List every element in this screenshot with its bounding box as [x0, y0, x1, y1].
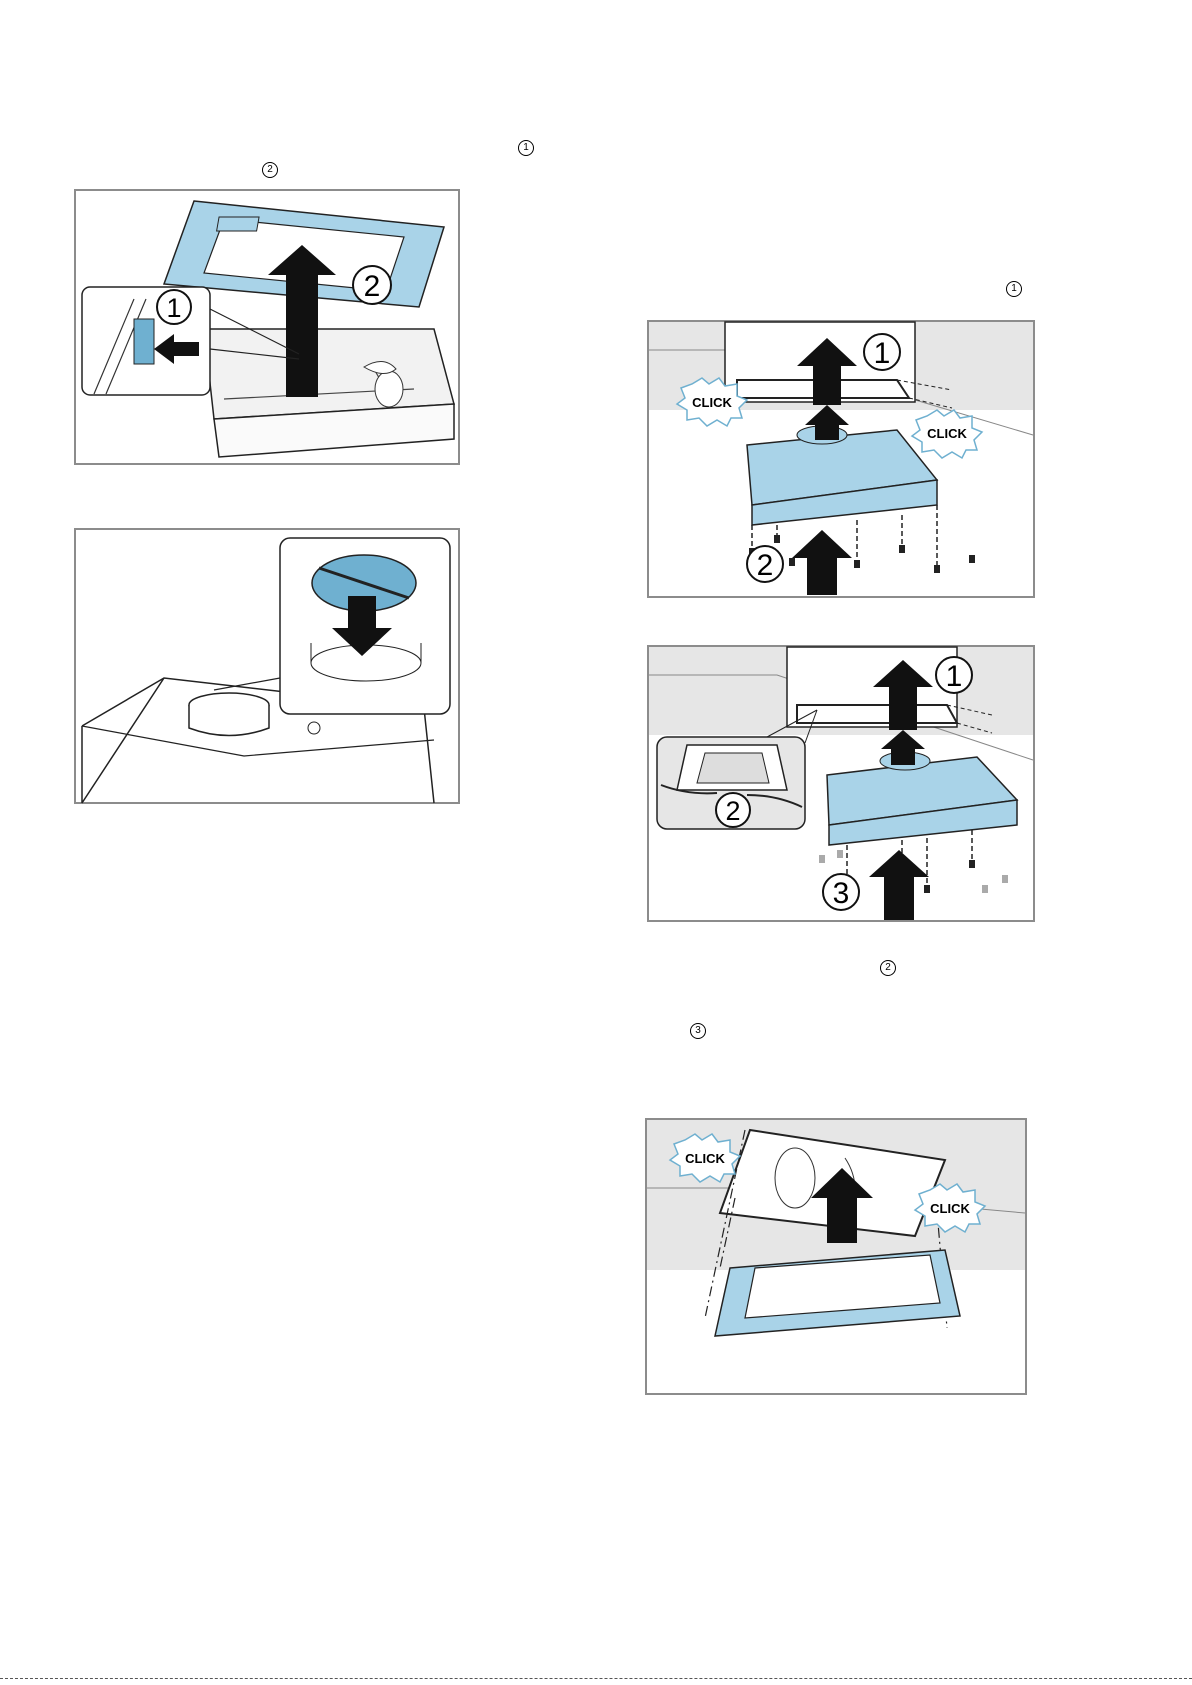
click-label: CLICK — [927, 426, 967, 441]
figure-remove-panel: 2 1 — [74, 189, 460, 465]
figure-badge-2: 2 — [364, 270, 381, 303]
click-label: CLICK — [685, 1151, 725, 1166]
figure-badge-1: 1 — [166, 293, 181, 323]
step-marker-1: 1 — [518, 140, 534, 156]
figure-flap-insert — [74, 528, 460, 804]
figure-badge-2: 2 — [725, 796, 740, 826]
click-label: CLICK — [930, 1201, 970, 1216]
step-marker-1: 1 — [1006, 281, 1022, 297]
figure-badge-2: 2 — [757, 549, 774, 582]
step-marker-3: 3 — [690, 1023, 706, 1039]
figure-attach-panel: CLICK CLICK — [645, 1118, 1027, 1395]
figure-install-alternative: 1 3 2 — [647, 645, 1035, 922]
figure-badge-1: 1 — [946, 660, 963, 693]
figure-badge-3: 3 — [833, 877, 850, 910]
page-bottom-divider — [0, 1678, 1192, 1679]
figure-badge-1: 1 — [874, 337, 891, 370]
click-label: CLICK — [692, 395, 732, 410]
step-marker-2: 2 — [880, 960, 896, 976]
figure-install-click: 1 2 CLICK CLICK — [647, 320, 1035, 598]
step-marker-2: 2 — [262, 162, 278, 178]
